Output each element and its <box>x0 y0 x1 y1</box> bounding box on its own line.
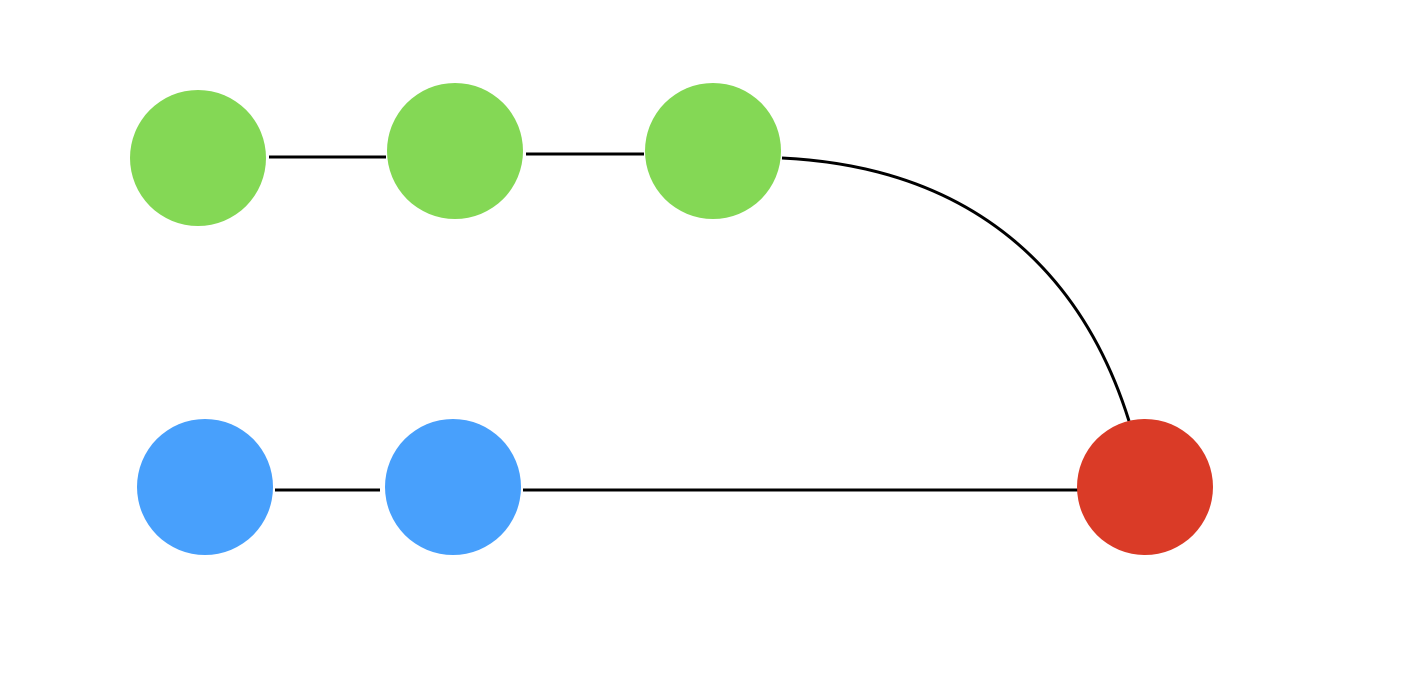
edges-layer <box>269 152 1131 492</box>
edge-g3-to-r1 <box>781 156 1131 422</box>
nodes-layer <box>130 83 1213 555</box>
commit-node-r1 <box>1077 419 1213 555</box>
commit-node-g3 <box>645 83 781 219</box>
commit-node-b2 <box>385 419 521 555</box>
commit-node-g1 <box>130 90 266 226</box>
commit-node-b1 <box>137 419 273 555</box>
commit-node-g2 <box>387 83 523 219</box>
